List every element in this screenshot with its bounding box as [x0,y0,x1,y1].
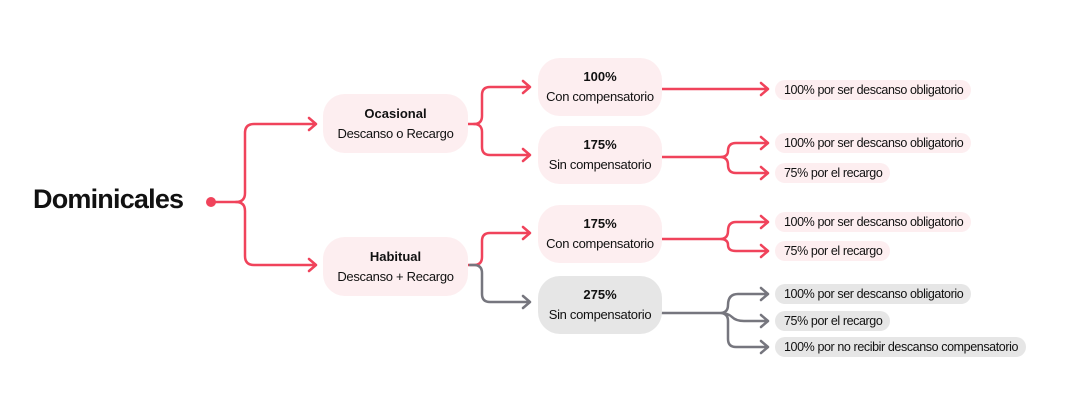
ocasional-to-100 [466,79,532,126]
diagram-title: Dominicales [33,184,184,214]
leaf-item: 100% por no recibir descanso compensator… [775,337,1027,357]
node-title: Habitual [369,248,422,264]
gray-connectors [468,263,770,355]
habitual-to-175 [466,225,532,267]
node-ocasional-con: 100% Con compensatorio [538,58,662,116]
node-habitual-sin: 275% Sin compensatorio [538,276,662,334]
leaf-link-1 [660,81,770,97]
leaf-item: 100% por ser descanso obligatorio [775,133,972,153]
node-habitual-con: 175% Con compensatorio [538,205,662,263]
ocasional-to-175 [472,122,532,163]
red-connectors [214,79,770,273]
node-percent: 175% [583,137,617,152]
leaf-link-2 [660,135,770,181]
leaf-link-4 [660,286,770,355]
node-label: Sin compensatorio [548,157,652,172]
leaf-item: 75% por el recargo [775,163,891,183]
root-to-ocasional [214,116,318,204]
leaf-item: 100% por ser descanso obligatorio [775,80,972,100]
leaf-item: 100% por ser descanso obligatorio [775,284,972,304]
root-to-habitual [234,200,318,273]
leaf-item: 100% por ser descanso obligatorio [775,212,972,232]
node-title: Ocasional [364,105,427,121]
node-percent: 100% [583,69,617,84]
node-label: Con compensatorio [546,236,654,251]
node-label: Con compensatorio [546,89,654,104]
leaf-item: 75% por el recargo [775,311,891,331]
node-ocasional-sin: 175% Sin compensatorio [538,126,662,184]
node-percent: 275% [583,287,617,302]
leaf-item: 75% por el recargo [775,241,891,261]
node-ocasional: Ocasional Descanso o Recargo [323,94,468,153]
habitual-to-275 [468,263,532,310]
root-dot [206,197,216,207]
node-percent: 175% [583,216,617,231]
leaf-link-3 [660,214,770,259]
node-subtitle: Descanso + Recargo [337,268,454,284]
node-label: Sin compensatorio [548,307,652,322]
node-habitual: Habitual Descanso + Recargo [323,237,468,296]
node-subtitle: Descanso o Recargo [337,125,454,141]
